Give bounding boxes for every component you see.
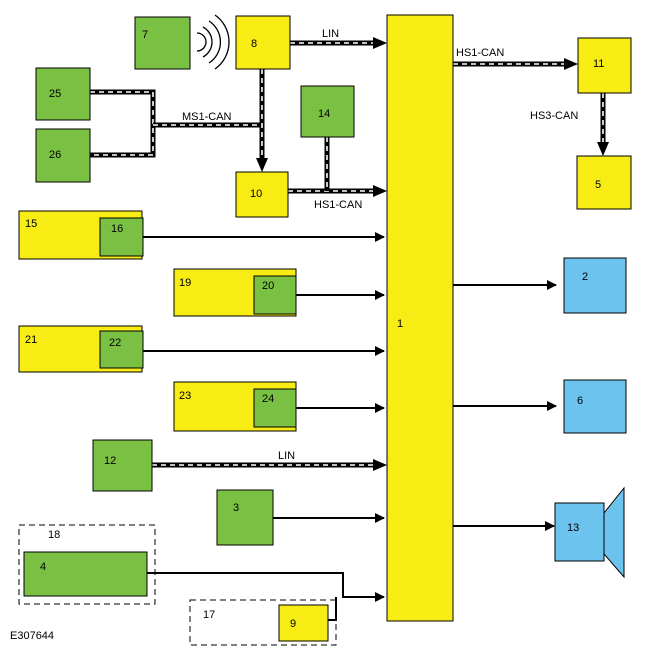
module-4 [23, 551, 148, 597]
group-18-outline [18, 524, 156, 605]
module-19-label: 19 [179, 277, 191, 289]
module-23-label: 23 [179, 390, 191, 402]
module-16 [99, 217, 144, 257]
group-17-label: 17 [203, 609, 215, 621]
module-5 [576, 155, 632, 210]
hs1-can-bus-10-to-1 [288, 137, 387, 197]
module-26-label: 26 [49, 149, 61, 161]
module-6 [563, 379, 627, 434]
hs1-can-bus-1-to-11 [453, 58, 578, 70]
figure-reference: E307644 [10, 630, 54, 642]
wireless-signal-icon [196, 14, 230, 70]
module-21-label: 21 [25, 334, 37, 346]
module-22-label: 22 [109, 337, 121, 349]
module-9-label: 9 [290, 618, 296, 630]
hs1-can-mid-label: HS1-CAN [314, 199, 362, 211]
hardwired-outputs [453, 280, 557, 531]
module-24-label: 24 [262, 393, 274, 405]
module-14 [300, 85, 355, 138]
module-3 [216, 489, 274, 546]
module-15-label: 15 [25, 218, 37, 230]
module-7 [134, 16, 191, 70]
module-8 [235, 15, 291, 70]
hs3-can-label: HS3-CAN [530, 110, 578, 122]
ms1-can-bus [90, 69, 268, 172]
module-10-label: 10 [250, 188, 262, 200]
module-7-label: 7 [142, 29, 148, 41]
lin-12-label: LIN [278, 450, 295, 462]
module-20 [253, 275, 297, 315]
module-11 [577, 37, 632, 94]
module-3-label: 3 [233, 502, 239, 514]
module-11-label: 11 [593, 58, 604, 70]
module-1-label: 1 [397, 318, 403, 330]
module-10 [235, 171, 289, 218]
hs3-can-bus-11-to-5 [597, 93, 609, 156]
module-12 [92, 439, 153, 492]
lin-bus-12-to-1 [152, 459, 387, 471]
module-13-label: 13 [567, 522, 579, 534]
lin-top-label: LIN [322, 28, 339, 40]
module-16-label: 16 [111, 223, 123, 235]
module-12-label: 12 [104, 455, 116, 467]
group-18-label: 18 [48, 529, 60, 541]
module-8-label: 8 [251, 38, 257, 50]
module-20-label: 20 [262, 280, 274, 292]
module-25-label: 25 [49, 88, 61, 100]
module-6-label: 6 [577, 395, 583, 407]
module-25 [35, 67, 91, 121]
group-17-outline [189, 599, 337, 646]
module-14-label: 14 [318, 108, 330, 120]
module-5-label: 5 [595, 179, 601, 191]
hardwired-inputs [143, 232, 385, 621]
module-13 [554, 502, 605, 562]
ms1-can-label: MS1-CAN [182, 111, 232, 123]
speaker-icon [554, 486, 625, 579]
module-26 [35, 128, 91, 183]
module-4-label: 4 [40, 561, 46, 573]
module-22 [99, 330, 144, 369]
lin-bus-8-to-1 [290, 37, 387, 49]
wire-4-to-1 [147, 572, 385, 602]
module-1 [386, 14, 454, 622]
module-24 [253, 388, 297, 428]
hs1-can-top-label: HS1-CAN [456, 47, 504, 59]
module-2 [563, 257, 627, 314]
module-2-label: 2 [582, 271, 588, 283]
module-9 [278, 604, 329, 642]
